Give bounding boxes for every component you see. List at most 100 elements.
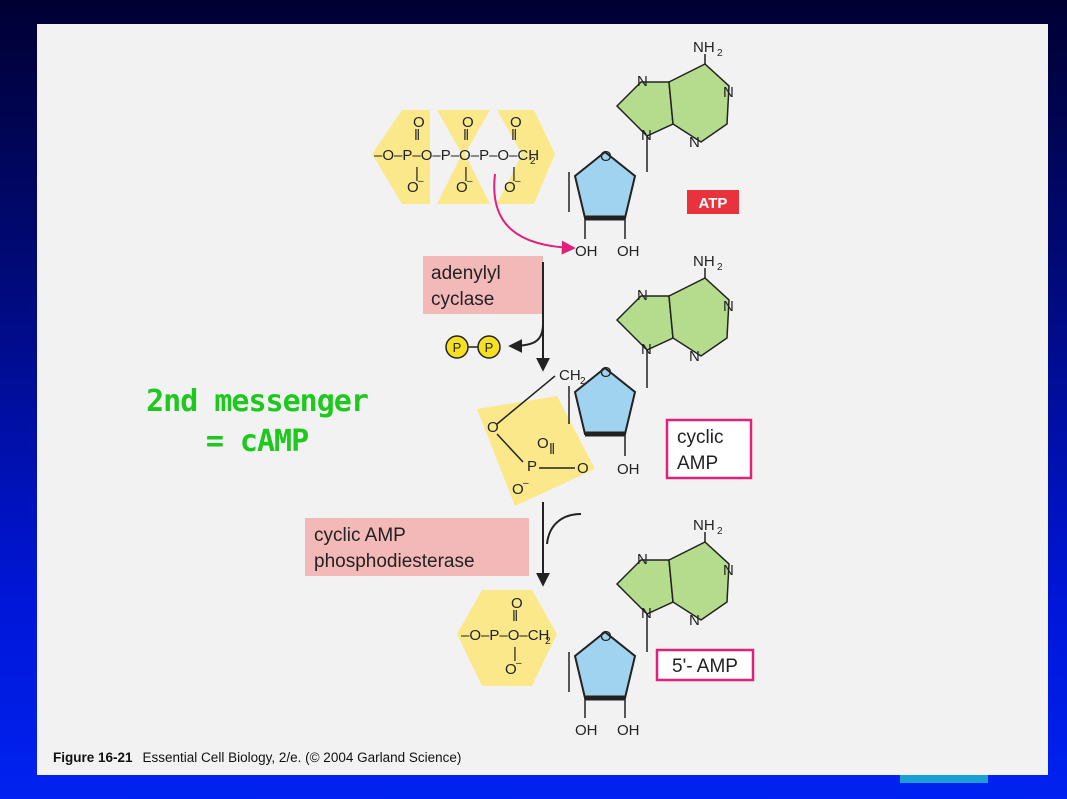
svg-text:N: N (723, 562, 734, 579)
svg-text:|: | (512, 165, 516, 182)
camp-ribose: O OH (573, 364, 640, 478)
pyrophosphate-arrow (508, 323, 544, 353)
svg-text:N: N (641, 127, 652, 144)
svg-text:N: N (723, 298, 734, 315)
svg-text:–: – (467, 176, 473, 187)
svg-text:N: N (689, 348, 700, 365)
camp-label-box (665, 418, 753, 480)
svg-text:O: O (537, 435, 549, 452)
camp-pathway-diagram: –O–P–O–P–O–P–O–CH O‖ O‖ O‖ |O– |O– |O– 2… (305, 39, 755, 739)
svg-text:–O–P–O–CH: –O–P–O–CH (461, 627, 549, 644)
svg-text:NH: NH (693, 517, 715, 534)
svg-text:O: O (487, 419, 499, 436)
svg-text:O: O (407, 179, 419, 196)
svg-text:O: O (456, 179, 468, 196)
svg-text:2: 2 (545, 636, 551, 647)
svg-text:‖: ‖ (511, 127, 517, 144)
svg-text:‖: ‖ (463, 127, 469, 144)
cyclization-arrow (493, 173, 576, 255)
second-messenger-note: 2nd messenger = cAMP (97, 382, 417, 462)
svg-text:N: N (723, 84, 734, 101)
camp-phosphate-group (477, 396, 595, 506)
figure-caption: Figure 16-21 Essential Cell Biology, 2/e.… (53, 750, 461, 765)
atp-phosphate-chain: –O–P–O–P–O–P–O–CH O‖ O‖ O‖ |O– |O– |O– 2 (374, 114, 539, 196)
figure-source: Essential Cell Biology, 2/e. (© 2004 Gar… (142, 750, 462, 765)
amp5-phosphate-group (457, 590, 557, 686)
svg-text:NH: NH (693, 39, 715, 56)
svg-text:N: N (689, 612, 700, 629)
svg-text:2: 2 (717, 48, 723, 59)
svg-text:2: 2 (530, 156, 536, 167)
adenylyl-cyclase-box (423, 256, 543, 314)
svg-text:N: N (637, 287, 648, 304)
svg-text:O: O (577, 460, 589, 477)
svg-text:–: – (523, 478, 529, 489)
svg-text:P: P (527, 458, 537, 475)
svg-text:OH: OH (617, 243, 640, 260)
svg-text:OH: OH (617, 722, 640, 739)
adenylyl-cyclase-line1: adenylyl (431, 263, 501, 284)
water-input-curve (546, 513, 582, 545)
camp-label-line2: AMP (677, 453, 718, 474)
atp-label-box (687, 190, 739, 214)
svg-text:O: O (510, 114, 522, 131)
atp-label: ATP (699, 195, 728, 212)
svg-text:–O–P–O–P–O–P–O–CH: –O–P–O–P–O–P–O–CH (374, 147, 539, 164)
second-messenger-line1: 2nd messenger (146, 384, 369, 419)
phosphodiesterase-step: cyclic AMP phosphodiesterase (305, 502, 582, 587)
svg-text:|: | (415, 165, 419, 182)
svg-text:N: N (637, 73, 648, 90)
phosphodiesterase-line1: cyclic AMP (314, 525, 406, 546)
svg-text:O: O (413, 114, 425, 131)
amp5-phosphate-atoms: –O–P–O–CH O‖ |O– 2 (461, 595, 551, 678)
svg-text:OH: OH (575, 722, 598, 739)
svg-text:O: O (511, 595, 523, 612)
svg-text:O: O (600, 148, 612, 165)
svg-text:OH: OH (575, 243, 598, 260)
svg-text:2: 2 (717, 526, 723, 537)
slide-corner-tab (900, 775, 988, 783)
svg-text:O: O (505, 661, 517, 678)
svg-text:N: N (641, 605, 652, 622)
atp-ribose: O OH OH (568, 148, 640, 260)
phosphodiesterase-line2: phosphodiesterase (314, 551, 475, 572)
svg-text:|: | (513, 645, 517, 662)
phosphodiesterase-box (305, 518, 529, 576)
svg-text:‖: ‖ (414, 127, 420, 144)
svg-text:O: O (600, 628, 612, 645)
svg-text:N: N (641, 341, 652, 358)
svg-text:O: O (504, 179, 516, 196)
svg-text:N: N (637, 551, 648, 568)
atp-phosphate-groups (372, 110, 555, 204)
pyrophosphate-p1: P (453, 340, 462, 355)
svg-text:–: – (418, 176, 424, 187)
figure-number: Figure 16-21 (53, 750, 133, 765)
svg-text:N: N (689, 134, 700, 151)
svg-text:–: – (516, 658, 522, 669)
adenylyl-cyclase-line2: cyclase (431, 289, 494, 310)
pyrophosphate: P P (445, 335, 501, 359)
pyrophosphate-p2: P (485, 340, 494, 355)
svg-text:CH: CH (559, 367, 581, 384)
svg-text:O: O (512, 481, 524, 498)
svg-text:O: O (462, 114, 474, 131)
svg-text:2: 2 (580, 376, 586, 387)
atp-molecule: –O–P–O–P–O–P–O–CH O‖ O‖ O‖ |O– |O– |O– 2… (372, 39, 739, 260)
slide-panel: –O–P–O–P–O–P–O–CH O‖ O‖ O‖ |O– |O– |O– 2… (37, 24, 1048, 775)
svg-text:O: O (600, 364, 612, 381)
amp5-label: 5'- AMP (672, 656, 738, 677)
svg-text:2: 2 (717, 262, 723, 273)
svg-text:OH: OH (617, 461, 640, 478)
amp5-label-box (655, 648, 755, 682)
svg-text:NH: NH (693, 253, 715, 270)
svg-text:‖: ‖ (512, 608, 518, 625)
camp-label-line1: cyclic (677, 427, 723, 448)
second-messenger-line2: = cAMP (205, 424, 309, 459)
adenylyl-cyclase-step: adenylyl cyclase P P (423, 256, 550, 372)
